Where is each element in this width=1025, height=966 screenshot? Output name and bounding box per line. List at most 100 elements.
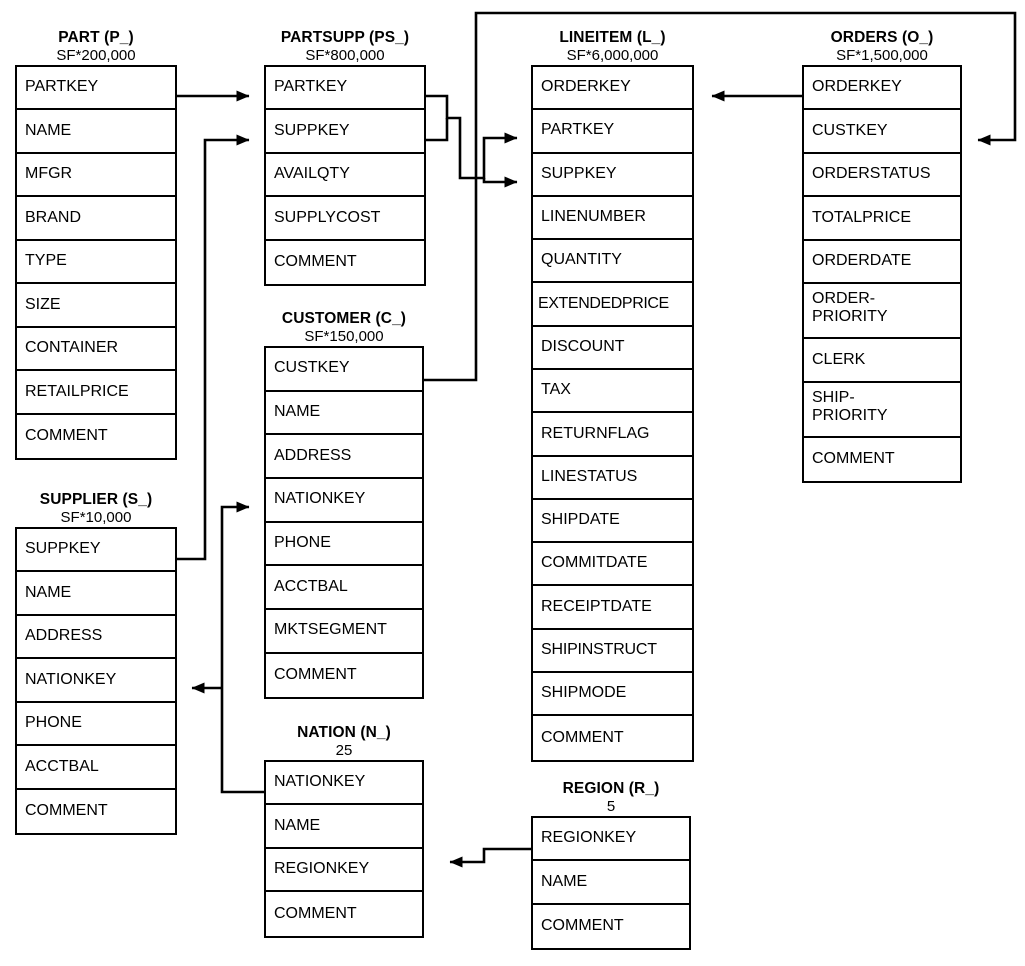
field-orders-custkey[interactable]: CUSTKEY bbox=[804, 110, 960, 154]
table-supplier-caption: SUPPLIER (S_) SF*10,000 bbox=[15, 491, 177, 526]
field-lineitem-extendedprice[interactable]: EXTENDEDPRICE bbox=[533, 283, 692, 327]
table-supplier-fieldbox: SUPPKEY NAME ADDRESS NATIONKEY PHONE ACC… bbox=[15, 526, 177, 836]
field-part-comment[interactable]: COMMENT bbox=[17, 414, 175, 459]
field-orders-orderkey[interactable]: ORDERKEY bbox=[804, 66, 960, 111]
table-part-cardinality: SF*200,000 bbox=[56, 46, 136, 64]
field-lineitem-orderkey[interactable]: ORDERKEY bbox=[533, 66, 692, 111]
table-customer-caption: CUSTOMER (C_) SF*150,000 bbox=[264, 310, 424, 345]
table-lineitem-fieldbox: ORDERKEY PARTKEY SUPPKEY LINENUMBER QUAN… bbox=[531, 64, 694, 762]
field-orders-shippriority[interactable]: SHIP- PRIORITY bbox=[804, 382, 960, 438]
table-lineitem[interactable]: LINEITEM (L_) SF*6,000,000 ORDERKEY PART… bbox=[531, 29, 694, 762]
wire-nation-customer bbox=[220, 501, 264, 794]
field-lineitem-shipinstruct[interactable]: SHIPINSTRUCT bbox=[533, 629, 692, 674]
wire-partsupp-lineitem-suppkey-tail bbox=[482, 176, 518, 188]
wire-region-nation bbox=[449, 847, 531, 868]
table-part-caption: PART (P_) SF*200,000 bbox=[15, 29, 177, 64]
field-customer-name[interactable]: NAME bbox=[266, 391, 422, 436]
table-orders[interactable]: ORDERS (O_) SF*1,500,000 ORDERKEY CUSTKE… bbox=[802, 29, 962, 484]
field-region-regionkey[interactable]: REGIONKEY bbox=[533, 817, 689, 862]
wire-partsupp-lineitem-suppkey bbox=[426, 118, 449, 142]
table-region-caption: REGION (R_) 5 bbox=[531, 780, 691, 815]
field-nation-regionkey[interactable]: REGIONKEY bbox=[266, 848, 422, 893]
field-orders-clerk[interactable]: CLERK bbox=[804, 339, 960, 383]
field-region-name[interactable]: NAME bbox=[533, 861, 689, 905]
field-nation-nationkey[interactable]: NATIONKEY bbox=[266, 761, 422, 806]
field-orders-shippriority-line1: SHIP- bbox=[812, 388, 855, 406]
field-customer-custkey[interactable]: CUSTKEY bbox=[266, 347, 422, 392]
field-customer-comment[interactable]: COMMENT bbox=[266, 653, 422, 698]
field-part-size[interactable]: SIZE bbox=[17, 284, 175, 328]
field-orders-totalprice[interactable]: TOTALPRICE bbox=[804, 197, 960, 241]
field-orders-orderstatus[interactable]: ORDERSTATUS bbox=[804, 153, 960, 198]
table-region-fieldbox: REGIONKEY NAME COMMENT bbox=[531, 815, 691, 951]
field-orders-orderdate[interactable]: ORDERDATE bbox=[804, 240, 960, 285]
field-lineitem-linenumber[interactable]: LINENUMBER bbox=[533, 196, 692, 241]
table-region[interactable]: REGION (R_) 5 REGIONKEY NAME COMMENT bbox=[531, 780, 691, 951]
table-part-title: PART (P_) bbox=[58, 29, 134, 46]
field-supplier-name[interactable]: NAME bbox=[17, 572, 175, 616]
field-lineitem-returnflag[interactable]: RETURNFLAG bbox=[533, 413, 692, 457]
table-lineitem-cardinality: SF*6,000,000 bbox=[566, 46, 659, 64]
table-customer-fieldbox: CUSTKEY NAME ADDRESS NATIONKEY PHONE ACC… bbox=[264, 345, 424, 700]
field-partsupp-comment[interactable]: COMMENT bbox=[266, 240, 424, 285]
field-lineitem-comment[interactable]: COMMENT bbox=[533, 716, 692, 760]
field-part-container[interactable]: CONTAINER bbox=[17, 327, 175, 372]
table-customer[interactable]: CUSTOMER (C_) SF*150,000 CUSTKEY NAME AD… bbox=[264, 310, 424, 700]
table-region-title: REGION (R_) bbox=[562, 780, 660, 797]
field-part-mfgr[interactable]: MFGR bbox=[17, 153, 175, 198]
field-supplier-suppkey[interactable]: SUPPKEY bbox=[17, 528, 175, 573]
table-orders-title: ORDERS (O_) bbox=[830, 29, 934, 46]
field-supplier-acctbal[interactable]: ACCTBAL bbox=[17, 746, 175, 790]
field-nation-name[interactable]: NAME bbox=[266, 805, 422, 849]
field-partsupp-suppkey[interactable]: SUPPKEY bbox=[266, 110, 424, 154]
field-lineitem-partkey[interactable]: PARTKEY bbox=[533, 110, 692, 154]
field-orders-orderpriority[interactable]: ORDER- PRIORITY bbox=[804, 284, 960, 340]
table-nation-fieldbox: NATIONKEY NAME REGIONKEY COMMENT bbox=[264, 759, 424, 938]
field-orders-orderpriority-line2: PRIORITY bbox=[812, 308, 888, 326]
field-customer-acctbal[interactable]: ACCTBAL bbox=[266, 566, 422, 611]
field-nation-comment[interactable]: COMMENT bbox=[266, 892, 422, 936]
field-lineitem-suppkey[interactable]: SUPPKEY bbox=[533, 153, 692, 197]
table-part-fieldbox: PARTKEY NAME MFGR BRAND TYPE SIZE CONTAI… bbox=[15, 64, 177, 461]
table-nation-title: NATION (N_) bbox=[297, 724, 391, 741]
table-orders-fieldbox: ORDERKEY CUSTKEY ORDERSTATUS TOTALPRICE … bbox=[802, 64, 962, 484]
field-lineitem-receiptdate[interactable]: RECEIPTDATE bbox=[533, 586, 692, 630]
table-lineitem-title: LINEITEM (L_) bbox=[559, 29, 666, 46]
field-part-partkey[interactable]: PARTKEY bbox=[17, 66, 175, 111]
table-supplier[interactable]: SUPPLIER (S_) SF*10,000 SUPPKEY NAME ADD… bbox=[15, 491, 177, 836]
field-part-type[interactable]: TYPE bbox=[17, 240, 175, 285]
field-part-brand[interactable]: BRAND bbox=[17, 197, 175, 241]
table-nation-caption: NATION (N_) 25 bbox=[264, 724, 424, 759]
field-lineitem-shipmode[interactable]: SHIPMODE bbox=[533, 673, 692, 717]
field-supplier-comment[interactable]: COMMENT bbox=[17, 789, 175, 834]
field-part-retailprice[interactable]: RETAILPRICE bbox=[17, 371, 175, 415]
table-nation[interactable]: NATION (N_) 25 NATIONKEY NAME REGIONKEY … bbox=[264, 724, 424, 938]
table-supplier-title: SUPPLIER (S_) bbox=[39, 491, 153, 508]
table-partsupp-caption: PARTSUPP (PS_) SF*800,000 bbox=[264, 29, 426, 64]
table-customer-title: CUSTOMER (C_) bbox=[281, 310, 407, 327]
field-lineitem-tax[interactable]: TAX bbox=[533, 370, 692, 414]
field-supplier-address[interactable]: ADDRESS bbox=[17, 615, 175, 660]
field-lineitem-discount[interactable]: DISCOUNT bbox=[533, 326, 692, 370]
table-partsupp[interactable]: PARTSUPP (PS_) SF*800,000 PARTKEY SUPPKE… bbox=[264, 29, 426, 287]
field-customer-address[interactable]: ADDRESS bbox=[266, 435, 422, 479]
table-orders-caption: ORDERS (O_) SF*1,500,000 bbox=[802, 29, 962, 64]
field-partsupp-partkey[interactable]: PARTKEY bbox=[266, 66, 424, 111]
field-orders-comment[interactable]: COMMENT bbox=[804, 437, 960, 482]
table-part[interactable]: PART (P_) SF*200,000 PARTKEY NAME MFGR B… bbox=[15, 29, 177, 461]
field-supplier-phone[interactable]: PHONE bbox=[17, 702, 175, 747]
field-region-comment[interactable]: COMMENT bbox=[533, 904, 689, 949]
field-customer-nationkey[interactable]: NATIONKEY bbox=[266, 478, 422, 523]
field-part-name[interactable]: NAME bbox=[17, 110, 175, 154]
field-partsupp-availqty[interactable]: AVAILQTY bbox=[266, 153, 424, 198]
field-lineitem-linestatus[interactable]: LINESTATUS bbox=[533, 456, 692, 500]
table-partsupp-title: PARTSUPP (PS_) bbox=[280, 29, 410, 46]
field-lineitem-commitdate[interactable]: COMMITDATE bbox=[533, 543, 692, 587]
field-lineitem-shipdate[interactable]: SHIPDATE bbox=[533, 499, 692, 544]
field-customer-phone[interactable]: PHONE bbox=[266, 522, 422, 567]
field-lineitem-quantity[interactable]: QUANTITY bbox=[533, 240, 692, 284]
field-partsupp-supplycost[interactable]: SUPPLYCOST bbox=[266, 197, 424, 241]
field-supplier-nationkey[interactable]: NATIONKEY bbox=[17, 659, 175, 703]
field-customer-mktsegment[interactable]: MKTSEGMENT bbox=[266, 610, 422, 654]
